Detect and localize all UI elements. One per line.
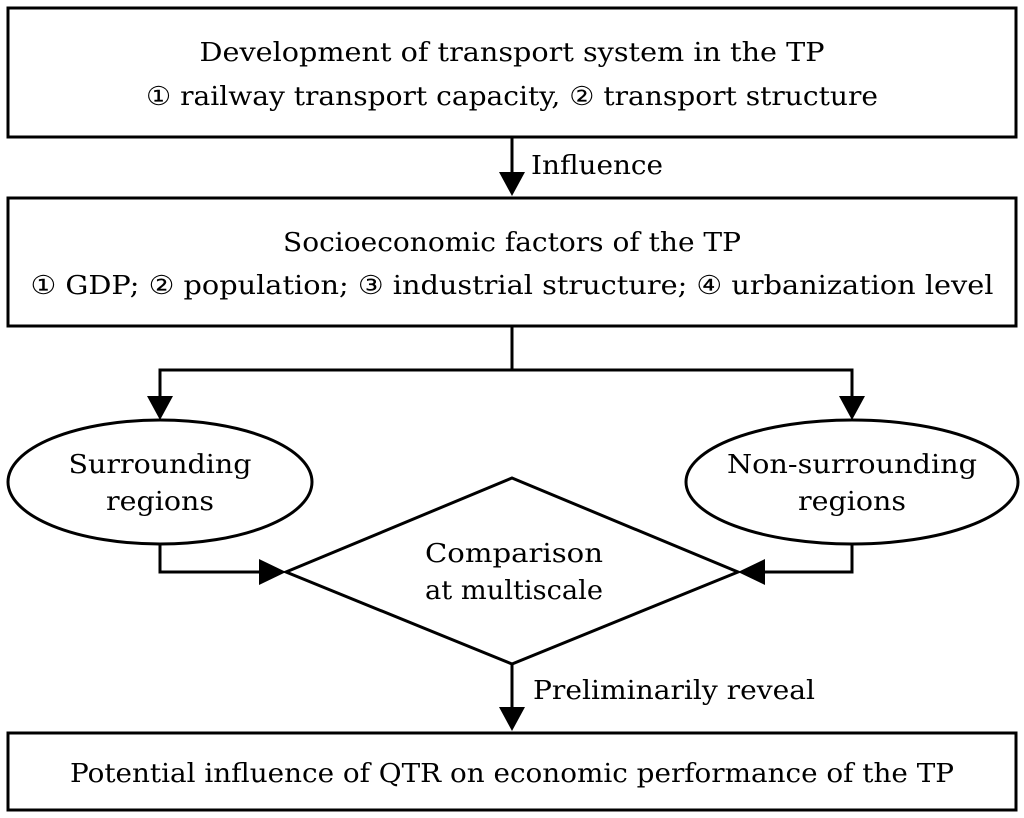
socioeconomic-factors: ① GDP; ② population; ③ industrial struct…: [31, 271, 994, 301]
outcome-label: Potential influence of QTR on economic p…: [70, 759, 954, 789]
transport-system-box: [6, 6, 1018, 139]
comparison-node: Comparison at multiscale: [282, 476, 742, 666]
comparison-diamond: [282, 476, 742, 666]
socioeconomic-title: Socioeconomic factors of the TP: [283, 228, 741, 258]
transport-system-title: Development of transport system in the T…: [200, 38, 825, 68]
outcome-box: [6, 731, 1018, 812]
surrounding-label-line1: Surrounding: [69, 450, 252, 480]
non-surrounding-ellipse: [684, 418, 1020, 546]
reveal-arrowhead: [499, 707, 525, 731]
reveal-label: Preliminarily reveal: [533, 676, 815, 706]
non-surrounding-arrowhead: [839, 396, 865, 420]
right-to-comparison-arrow: [738, 544, 854, 585]
surrounding-ellipse: [6, 418, 314, 546]
non-surrounding-label-line1: Non-surrounding: [727, 450, 977, 480]
split-connector: [147, 326, 865, 420]
left-to-comparison-arrow: [158, 544, 286, 585]
influence-arrow: [499, 137, 525, 196]
non-surrounding-regions-node: Non-surrounding regions: [684, 418, 1020, 546]
comparison-label-line2: at multiscale: [425, 576, 603, 606]
outcome-node: Potential influence of QTR on economic p…: [6, 731, 1018, 812]
comparison-label-line1: Comparison: [425, 539, 603, 569]
influence-label: Influence: [531, 151, 663, 181]
reveal-arrow: [499, 664, 525, 731]
non-surrounding-label-line2: regions: [798, 487, 906, 517]
surrounding-arrowhead: [147, 396, 173, 420]
left-comparison-arrowhead: [259, 559, 286, 585]
influence-arrowhead: [499, 172, 525, 196]
surrounding-label-line2: regions: [106, 487, 214, 517]
transport-system-node: Development of transport system in the T…: [6, 6, 1018, 139]
socioeconomic-box: [6, 196, 1018, 328]
socioeconomic-node: Socioeconomic factors of the TP ① GDP; ②…: [6, 196, 1018, 328]
transport-system-factors: ① railway transport capacity, ② transpor…: [146, 82, 878, 112]
right-comparison-arrowhead: [738, 559, 765, 585]
surrounding-regions-node: Surrounding regions: [6, 418, 314, 546]
